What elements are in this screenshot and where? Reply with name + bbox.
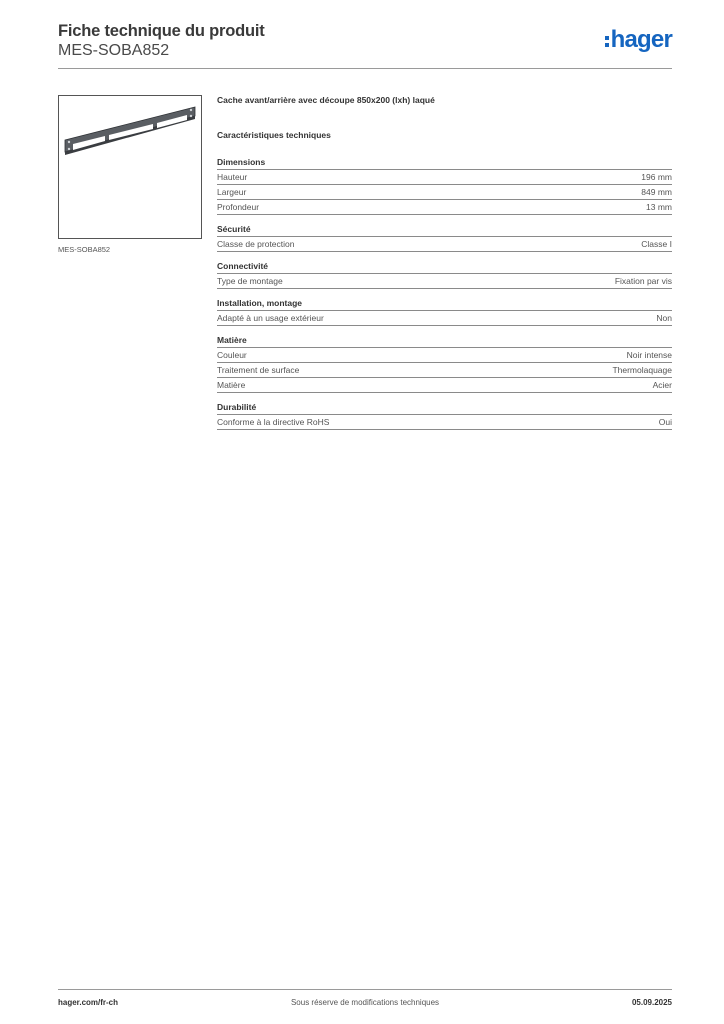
section-title: Durabilité (217, 402, 672, 415)
section-title: Matière (217, 335, 672, 348)
spec-row: Classe de protection Classe I (217, 237, 672, 252)
spec-label: Profondeur (217, 202, 260, 212)
spec-label: Adapté à un usage extérieur (217, 313, 324, 323)
spec-value: Oui (658, 417, 672, 427)
section-durabilite: Durabilité Conforme à la directive RoHS … (217, 402, 672, 430)
spec-label: Traitement de surface (217, 365, 300, 375)
section-installation: Installation, montage Adapté à un usage … (217, 298, 672, 326)
header-divider (58, 68, 672, 69)
section-connectivite: Connectivité Type de montage Fixation pa… (217, 261, 672, 289)
spec-label: Matière (217, 380, 246, 390)
spec-value: Acier (652, 380, 672, 390)
spec-value: 196 mm (641, 172, 672, 182)
specifications-panel: Cache avant/arrière avec découpe 850x200… (217, 95, 672, 439)
spec-value: Noir intense (626, 350, 672, 360)
spec-value: Fixation par vis (614, 276, 672, 286)
logo-dots-icon (604, 36, 609, 47)
spec-label: Conforme à la directive RoHS (217, 417, 330, 427)
spec-label: Hauteur (217, 172, 248, 182)
spec-row: Couleur Noir intense (217, 348, 672, 363)
spec-row: Hauteur 196 mm (217, 170, 672, 185)
section-title: Dimensions (217, 157, 672, 170)
product-code: MES-SOBA852 (58, 42, 170, 59)
spec-row: Conforme à la directive RoHS Oui (217, 415, 672, 430)
section-title: Connectivité (217, 261, 672, 274)
product-description: Cache avant/arrière avec découpe 850x200… (217, 95, 435, 105)
spec-value: Thermolaquage (612, 365, 672, 375)
section-matiere: Matière Couleur Noir intense Traitement … (217, 335, 672, 393)
page-header: Fiche technique du produit MES-SOBA852 h… (58, 22, 673, 70)
spec-label: Classe de protection (217, 239, 295, 249)
logo-text: hager (610, 26, 673, 53)
spec-row: Profondeur 13 mm (217, 200, 672, 215)
spec-value: 13 mm (646, 202, 672, 212)
footer-divider (58, 989, 672, 990)
document-title: Fiche technique du produit (58, 22, 265, 40)
image-caption: MES-SOBA852 (58, 245, 111, 254)
product-image (58, 95, 202, 239)
page-footer: hager.com/fr-ch Sous réserve de modifica… (58, 998, 672, 1010)
spec-row: Type de montage Fixation par vis (217, 274, 672, 289)
spec-row: Matière Acier (217, 378, 672, 393)
spec-row: Adapté à un usage extérieur Non (217, 311, 672, 326)
spec-label: Type de montage (217, 276, 283, 286)
section-dimensions: Dimensions Hauteur 196 mm Largeur 849 mm… (217, 157, 672, 215)
spec-value: Non (656, 313, 672, 323)
footer-website-link[interactable]: hager.com/fr-ch (58, 998, 119, 1007)
spec-value: 849 mm (641, 187, 672, 197)
specs-heading: Caractéristiques techniques (217, 130, 331, 140)
spec-label: Couleur (217, 350, 247, 360)
spec-row: Largeur 849 mm (217, 185, 672, 200)
spec-label: Largeur (217, 187, 247, 197)
hager-logo: hager (604, 26, 673, 54)
footer-disclaimer: Sous réserve de modifications techniques (290, 998, 440, 1007)
footer-date: 05.09.2025 (631, 998, 672, 1007)
section-title: Installation, montage (217, 298, 672, 311)
spec-row: Traitement de surface Thermolaquage (217, 363, 672, 378)
spec-value: Classe I (641, 239, 672, 249)
section-title: Sécurité (217, 224, 672, 237)
section-securite: Sécurité Classe de protection Classe I (217, 224, 672, 252)
cover-plate-icon (64, 106, 196, 155)
